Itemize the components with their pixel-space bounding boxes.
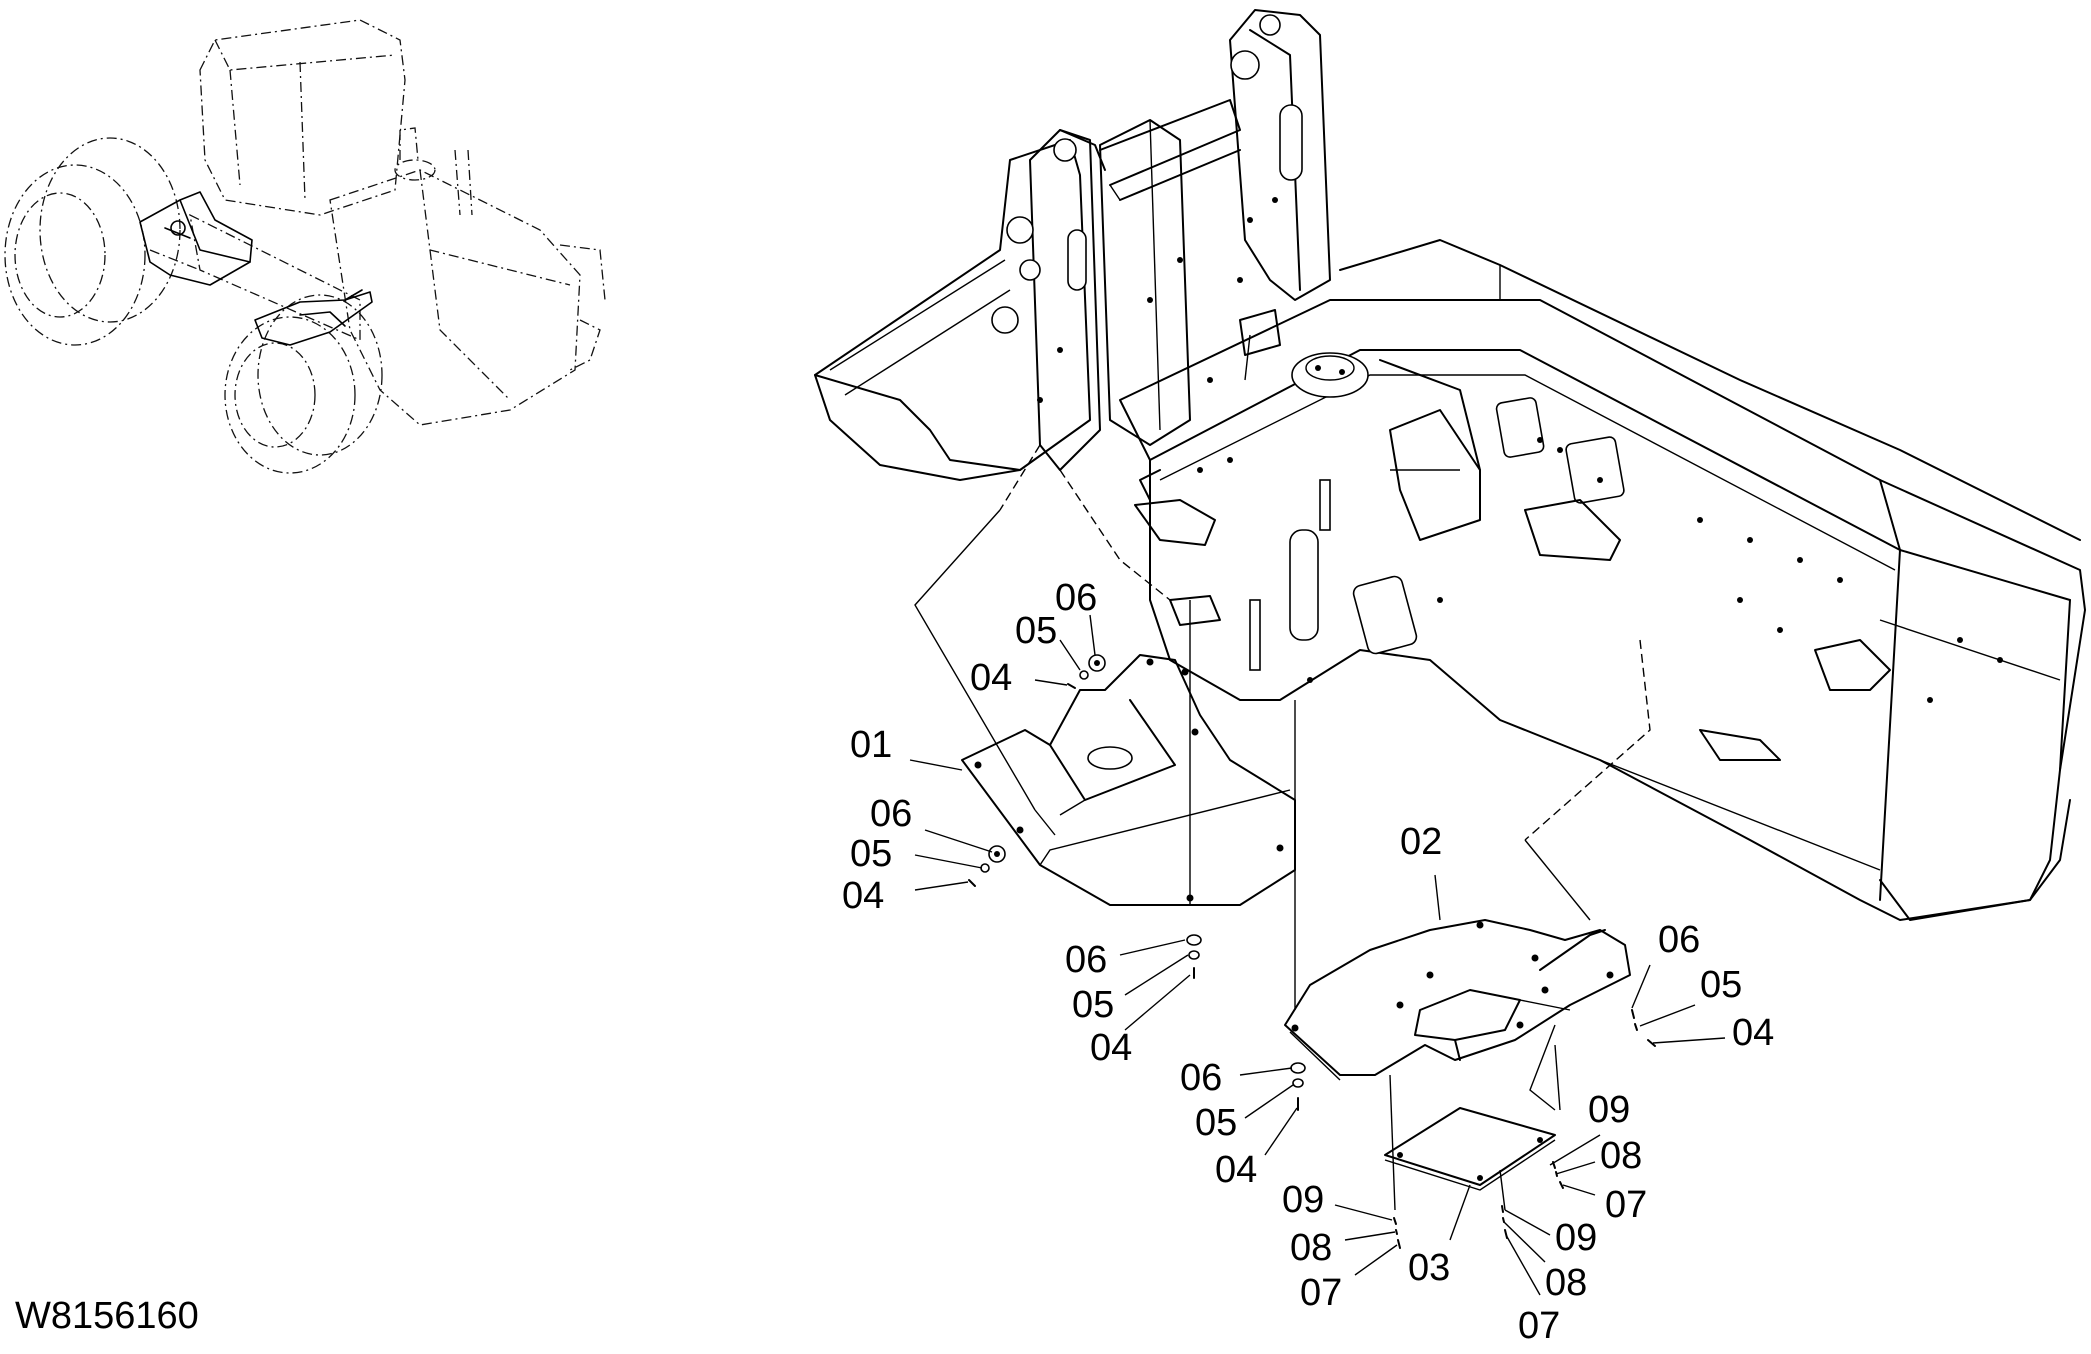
callout-08: 08 <box>1290 1227 1332 1269</box>
callout-06: 06 <box>1658 919 1700 961</box>
callout-04: 04 <box>970 657 1012 699</box>
callout-03: 03 <box>1408 1247 1450 1289</box>
part-03-small-cover <box>1384 1107 1556 1191</box>
callout-08: 08 <box>1545 1262 1587 1304</box>
callout-labels: 06 05 04 01 06 05 04 06 05 04 02 06 05 0… <box>842 577 1774 1347</box>
tractor-overview-thumbnail <box>4 19 606 474</box>
callout-09: 09 <box>1555 1217 1597 1259</box>
callout-09: 09 <box>1282 1179 1324 1221</box>
callout-07: 07 <box>1518 1305 1560 1347</box>
callout-06: 06 <box>1065 939 1107 981</box>
callout-09: 09 <box>1588 1089 1630 1131</box>
callout-04: 04 <box>1215 1149 1257 1191</box>
callout-07: 07 <box>1605 1184 1647 1226</box>
callout-04: 04 <box>1090 1027 1132 1069</box>
callout-04: 04 <box>842 875 884 917</box>
callout-leaders <box>909 614 1726 1296</box>
part-02-floor-plate <box>1284 919 1631 1081</box>
assembly-guide-lines <box>914 444 1651 1211</box>
callout-01: 01 <box>850 724 892 766</box>
callout-05: 05 <box>1195 1102 1237 1144</box>
fastener-hardware <box>968 654 1656 1249</box>
callout-05: 05 <box>1700 964 1742 1006</box>
callout-02: 02 <box>1400 821 1442 863</box>
part-01-guard-plate <box>961 654 1296 906</box>
callout-06: 06 <box>870 793 912 835</box>
drawing-number: W8156160 <box>15 1295 199 1337</box>
callout-05: 05 <box>1072 984 1114 1026</box>
vehicle-frame-chassis <box>814 9 2086 921</box>
callout-05: 05 <box>850 833 892 875</box>
callout-08: 08 <box>1600 1135 1642 1177</box>
callout-05: 05 <box>1015 610 1057 652</box>
callout-06: 06 <box>1055 577 1097 619</box>
callout-04: 04 <box>1732 1012 1774 1054</box>
callout-07: 07 <box>1300 1272 1342 1314</box>
callout-06: 06 <box>1180 1057 1222 1099</box>
